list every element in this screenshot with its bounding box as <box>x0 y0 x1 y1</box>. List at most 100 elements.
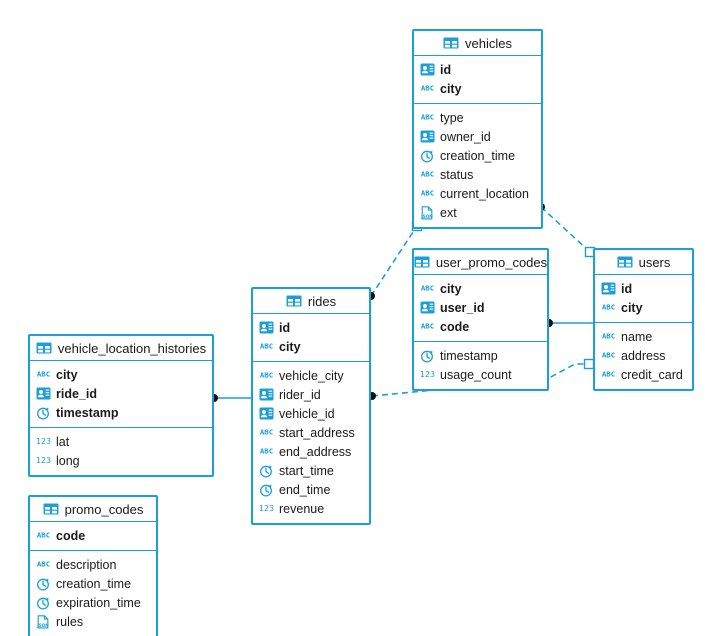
clock-icon <box>36 577 51 591</box>
column-city[interactable]: ABC city <box>595 298 692 317</box>
column-label: address <box>621 348 666 363</box>
abc-icon: ABC <box>259 340 274 354</box>
column-owner_id[interactable]: owner_id <box>414 127 541 146</box>
relationship-line <box>370 225 418 297</box>
column-label: timestamp <box>440 348 498 363</box>
column-lat[interactable]: 123 lat <box>30 432 212 451</box>
svg-text:123: 123 <box>259 504 274 513</box>
table-icon <box>414 256 430 269</box>
column-timestamp[interactable]: timestamp <box>30 403 212 422</box>
relationship-user_promo_codes-to-users[interactable] <box>545 319 593 327</box>
column-ride_id[interactable]: ride_id <box>30 384 212 403</box>
column-timestamp[interactable]: timestamp <box>414 346 547 365</box>
table-header-user_promo_codes[interactable]: user_promo_codes <box>414 250 547 275</box>
table-icon <box>43 503 59 516</box>
table-header-vehicle_location_histories[interactable]: vehicle_location_histories <box>30 336 212 361</box>
id-icon <box>601 282 616 296</box>
abc-icon: ABC <box>259 369 274 383</box>
table-header-users[interactable]: users <box>595 250 692 275</box>
column-id[interactable]: id <box>253 318 369 337</box>
column-id[interactable]: id <box>595 279 692 298</box>
column-label: creation_time <box>440 148 516 163</box>
123-icon: 123 <box>36 435 51 449</box>
abc-icon: ABC <box>420 187 435 201</box>
abc-icon: ABC <box>420 82 435 96</box>
column-label: revenue <box>279 501 325 516</box>
svg-text:ABC: ABC <box>421 283 434 292</box>
table-name: users <box>638 254 671 270</box>
column-label: rider_id <box>279 387 321 402</box>
svg-text:ABC: ABC <box>421 169 434 178</box>
column-label: city <box>56 367 78 382</box>
column-label: city <box>621 300 643 315</box>
id-icon <box>420 63 435 77</box>
table-name: promo_codes <box>64 501 144 517</box>
column-end_time[interactable]: end_time <box>253 480 369 499</box>
id-icon <box>36 387 51 401</box>
column-start_time[interactable]: start_time <box>253 461 369 480</box>
svg-text:ABC: ABC <box>602 302 615 311</box>
clock-icon <box>259 483 274 497</box>
clock-icon <box>36 596 51 610</box>
relationship-vehicle_location_histories-to-rides[interactable] <box>210 394 251 402</box>
column-label: lat <box>56 434 70 449</box>
table-header-rides[interactable]: rides <box>253 289 369 314</box>
column-label: user_id <box>440 300 485 315</box>
table-header-promo_codes[interactable]: promo_codes <box>30 497 156 522</box>
abc-icon: ABC <box>36 558 51 572</box>
column-label: credit_card <box>621 367 683 382</box>
column-expiration_time[interactable]: expiration_time <box>30 593 156 612</box>
column-label: ext <box>440 205 457 220</box>
json-icon: JSON <box>420 205 435 220</box>
column-rider_id[interactable]: rider_id <box>253 385 369 404</box>
clock-icon <box>36 406 51 420</box>
column-label: expiration_time <box>56 595 141 610</box>
column-current_location[interactable]: ABC current_location <box>414 184 541 203</box>
abc-icon: ABC <box>420 168 435 182</box>
column-ext[interactable]: JSON ext <box>414 203 541 222</box>
id-icon <box>420 130 435 144</box>
column-vehicle_id[interactable]: vehicle_id <box>253 404 369 423</box>
column-user_id[interactable]: user_id <box>414 298 547 317</box>
svg-text:ABC: ABC <box>37 530 50 539</box>
abc-icon: ABC <box>601 301 616 315</box>
column-id[interactable]: id <box>414 60 541 79</box>
column-creation_time[interactable]: creation_time <box>30 574 156 593</box>
table-header-vehicles[interactable]: vehicles <box>414 31 541 56</box>
column-creation_time[interactable]: creation_time <box>414 146 541 165</box>
clock-icon <box>420 149 435 163</box>
table-icon <box>443 37 459 50</box>
column-revenue[interactable]: 123 revenue <box>253 499 369 518</box>
abc-icon: ABC <box>420 320 435 334</box>
column-label: current_location <box>440 186 529 201</box>
123-icon: 123 <box>259 502 274 516</box>
